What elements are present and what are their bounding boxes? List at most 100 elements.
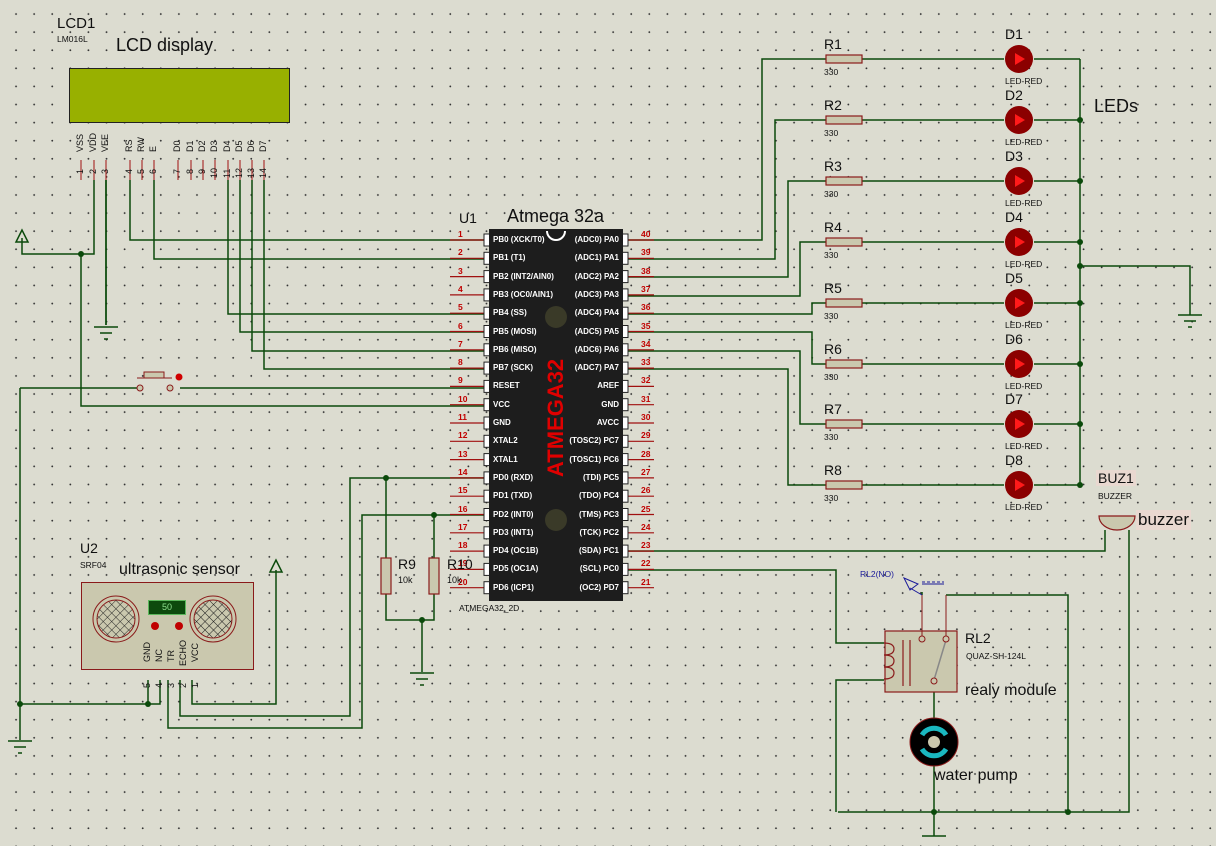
reset-push-button[interactable] (136, 371, 183, 392)
led-part: LED-RED (1005, 259, 1043, 269)
wire-pa6 (628, 350, 826, 425)
led-ref: D7 (1005, 391, 1023, 407)
lcd-pin-number: 13 (246, 167, 256, 178)
led-ref: D1 (1005, 26, 1023, 42)
mcu-pin-number: 40 (641, 229, 651, 239)
relay-probe-label: RL2(NO) (860, 569, 895, 579)
mcu-pin-name: GND (493, 418, 511, 427)
lcd-pin-number: 4 (124, 168, 134, 174)
wire-pa4 (628, 302, 826, 315)
wire-d6 (251, 180, 484, 352)
mcu-pin-name: (TCK) PC2 (579, 527, 619, 537)
mcu-pin-name: PB6 (MISO) (493, 344, 537, 354)
ground-icon (1178, 314, 1202, 328)
mcu-pin-number: 20 (458, 576, 468, 587)
mcu-pin-number: 29 (641, 430, 651, 441)
buzzer-label: buzzer (1136, 510, 1192, 530)
mcu-pin-number: 11 (458, 412, 467, 422)
lcd-pin-number: 3 (100, 168, 110, 174)
wire-vdd (21, 180, 95, 255)
wire-pa7 (628, 368, 826, 486)
led-arrow-icon (1015, 175, 1025, 187)
resistor-r7 (825, 419, 863, 429)
chip-body-text: ATMEGA32 (543, 358, 568, 477)
mcu-pin-number: 23 (641, 540, 651, 551)
wire-pa0 (628, 58, 826, 241)
mcu-part: ATMEGA32_2D (459, 603, 520, 613)
r10-value: 10k (447, 575, 462, 585)
wire-pc0-relay (628, 569, 884, 644)
mcu-pin-number: 18 (458, 540, 468, 551)
wire-pc1-buzzer (628, 530, 1106, 552)
mcu-pin-name: (SDA) PC1 (578, 546, 619, 556)
lcd-pin-number: 8 (185, 168, 195, 174)
resistor-value: 330 (824, 67, 839, 77)
mcu-pin-number: 39 (641, 247, 651, 258)
wire-d5 (239, 180, 484, 333)
mcu-pin-name: (ADC3) PA3 (574, 289, 619, 299)
mcu-pin-number: 2 (458, 247, 463, 258)
resistor-ref: R3 (824, 158, 842, 174)
mcu-pin-name: XTAL1 (493, 454, 518, 464)
lcd-pin-name: VEE (100, 133, 110, 152)
led-part: LED-RED (1005, 441, 1043, 451)
led-d7 (1005, 410, 1033, 438)
resistor-ref: R2 (824, 97, 842, 113)
buzzer-ref: BUZ1 (1096, 470, 1136, 486)
water-pump-motor-icon (909, 717, 959, 767)
resistor-r9 (380, 557, 392, 595)
mcu-pin-name: (ADC6) PA6 (574, 344, 619, 354)
led-arrow-icon (1015, 114, 1025, 126)
led-arrow-icon (1015, 358, 1025, 370)
wire-e (153, 180, 484, 260)
lcd-ref: LCD1 (57, 15, 96, 32)
mcu-pin-number: 36 (641, 302, 651, 313)
resistor-r4 (825, 237, 863, 247)
resistor-ref: R8 (824, 462, 842, 478)
mcu-pin-name: VCC (493, 399, 510, 409)
lcd-pin-number: 10 (209, 167, 219, 178)
mcu-pin-number: 12 (458, 430, 468, 441)
chip-dot (545, 509, 567, 531)
led-arrow-icon (1015, 236, 1025, 248)
chip-dot (545, 306, 567, 328)
led-d2 (1005, 106, 1033, 134)
resistor-value: 330 (824, 128, 839, 138)
mcu-pin-number: 7 (458, 338, 463, 349)
sensor-pin-number: 1 (190, 682, 200, 688)
wires-r-led (862, 58, 1004, 486)
lcd-pin-name: D6 (246, 140, 256, 152)
lcd-pin-number: 11 (222, 168, 232, 178)
mcu-pin-name: PD1 (TXD) (493, 491, 533, 501)
wire-pa1 (628, 119, 826, 260)
mcu-pin-name: PB5 (MOSI) (493, 326, 537, 336)
mcu-pin-name: (TDO) PC4 (579, 491, 619, 501)
junctions (17, 117, 1083, 815)
mcu-pin-number: 10 (458, 393, 468, 404)
resistor-value: 330 (824, 432, 839, 442)
lcd-pin-name: D4 (222, 140, 232, 152)
mcu-pin-number: 3 (458, 265, 463, 276)
led-d6 (1005, 350, 1033, 378)
wire-relay-com (946, 594, 1069, 812)
mcu-chip: ATMEGA32 (489, 229, 623, 601)
lcd-pin-number: 5 (136, 168, 146, 174)
mcu-pin-name: (ADC0) PA0 (574, 235, 619, 244)
mcu-pin-name: (TMS) PC3 (579, 509, 619, 519)
mcu-pin-name: AREF (597, 381, 619, 391)
lcd-pin-number: 2 (88, 168, 98, 174)
mcu-pin-number: 15 (458, 485, 468, 496)
power-icon (268, 558, 284, 573)
mcu-pin-number: 9 (458, 375, 463, 386)
mcu-pin-number: 5 (458, 302, 463, 313)
led-d1 (1005, 45, 1033, 73)
ground-symbols (8, 314, 1202, 837)
led-part: LED-RED (1005, 502, 1043, 512)
mcu-pin-name: (ADC1) PA1 (574, 253, 619, 263)
sensor-pin-name: GND (142, 642, 152, 662)
buzzer-part: BUZZER (1098, 491, 1132, 501)
sensor-pin-number: 3 (166, 682, 176, 688)
mcu-pin-number: 31 (641, 393, 651, 404)
wire-pd2 (167, 514, 484, 729)
